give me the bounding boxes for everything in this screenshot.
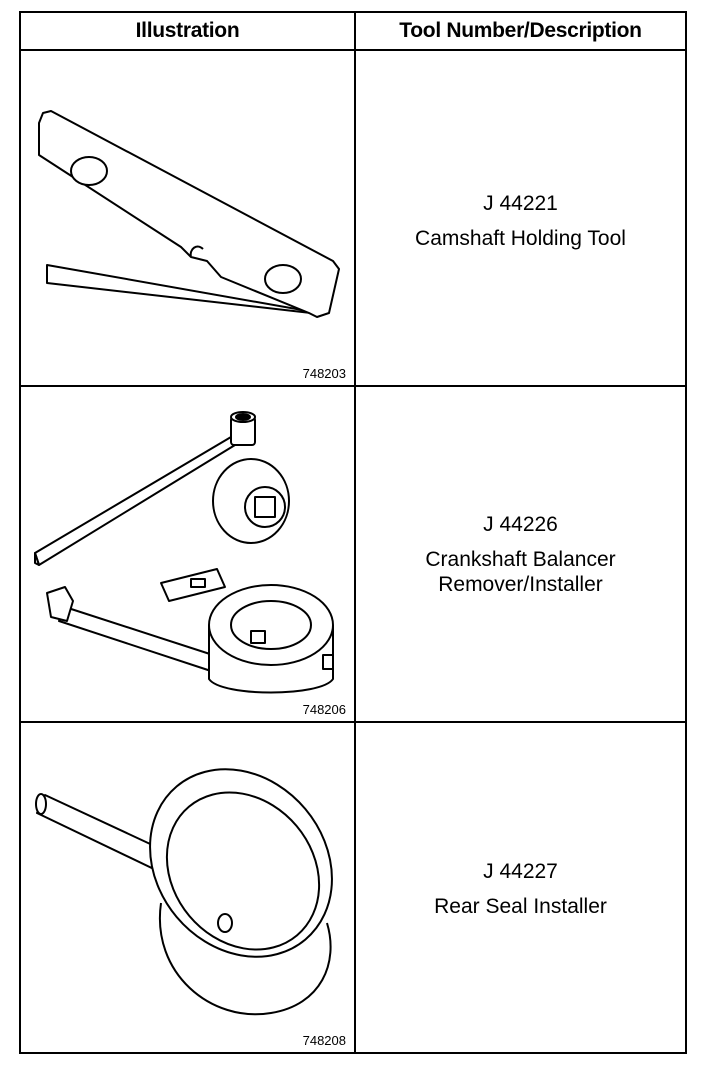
figure-crankshaft-balancer-tool: 748206 bbox=[21, 387, 354, 721]
figure-number: 748203 bbox=[302, 366, 346, 381]
tool-number: J 44226 bbox=[483, 513, 558, 536]
tool-description: Remover/Installer bbox=[438, 573, 603, 596]
tool-description: Rear Seal Installer bbox=[434, 895, 607, 918]
seal-installer-cup-icon bbox=[35, 768, 333, 1016]
column-divider bbox=[354, 13, 356, 1052]
balancer-tool-set-icon bbox=[34, 411, 334, 694]
tool-number: J 44227 bbox=[483, 860, 558, 883]
figure-number: 748208 bbox=[302, 1033, 346, 1048]
row-3-description: J 44227 Rear Seal Installer bbox=[356, 859, 685, 919]
camshaft-holding-plate-icon bbox=[38, 110, 340, 318]
tool-table: Illustration Tool Number/Description 748… bbox=[19, 11, 687, 1054]
header-divider bbox=[21, 49, 685, 51]
row-2-description: J 44226 Crankshaft Balancer Remover/Inst… bbox=[356, 512, 685, 597]
row-1-description: J 44221 Camshaft Holding Tool bbox=[356, 191, 685, 251]
figure-rear-seal-installer: 748208 bbox=[21, 723, 354, 1052]
figure-camshaft-holding-tool: 748203 bbox=[21, 51, 354, 385]
row-divider bbox=[21, 385, 685, 387]
header-description: Tool Number/Description bbox=[399, 19, 642, 42]
figure-number: 748206 bbox=[302, 702, 346, 717]
tool-description: Camshaft Holding Tool bbox=[415, 227, 626, 250]
row-divider bbox=[21, 721, 685, 723]
header-illustration: Illustration bbox=[135, 19, 240, 42]
tool-description: Crankshaft Balancer bbox=[425, 548, 616, 571]
tool-number: J 44221 bbox=[483, 192, 558, 215]
